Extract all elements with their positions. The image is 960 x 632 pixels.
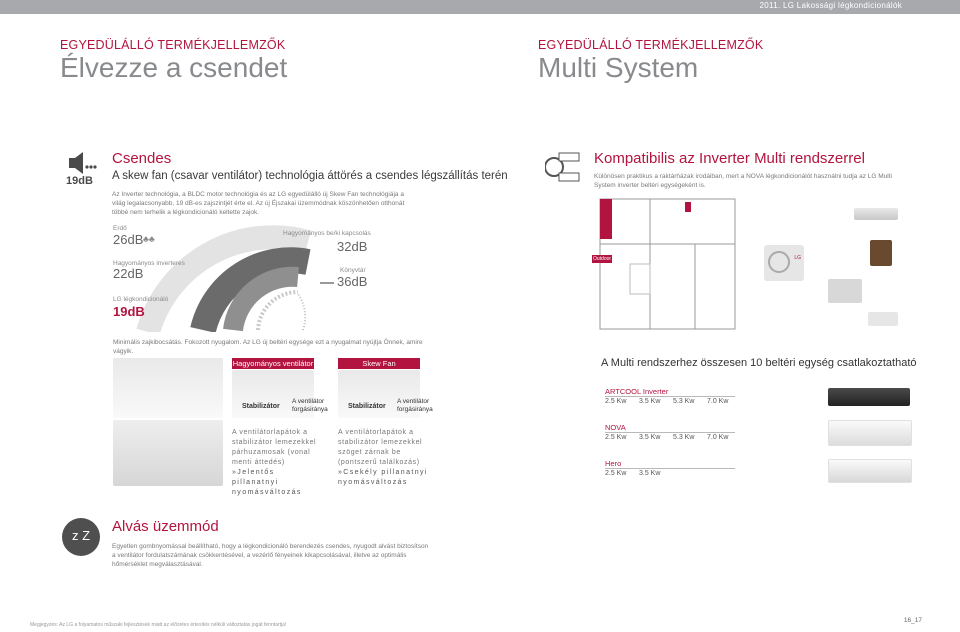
conventional-inverter-label: Hagyományos inverteres [113,260,185,267]
skew-stabilizer-label: Stabilizátor [348,403,386,410]
left-kicker: EGYEDÜLÁLLÓ TERMÉKJELLEMZŐK [60,38,286,52]
artcool-unit-image [828,388,910,406]
model-hero-name: Hero [605,459,622,468]
nova-unit-image [828,420,912,446]
silent-section-title: Csendes [112,150,172,167]
model-nova-name: NOVA [605,423,626,432]
conventional-fan-photo [113,358,223,418]
model-divider [605,468,735,469]
multi-heading: A Multi rendszerhez összesen 10 beltéri … [601,357,917,369]
multi-section-title: Kompatibilis az Inverter Multi rendszerr… [594,150,865,167]
lg-ac-value: 19dB [113,304,145,319]
right-page-title: Multi System [538,52,699,83]
multi-paragraph: Különösen praktikus a raktárházak irodái… [594,173,892,189]
multi-system-icon [544,151,581,183]
skew-fan-description: A ventilátorlapátok a stabilizátor lemez… [338,429,428,486]
conventional-inverter-value: 22dB [113,266,144,281]
page-numbers: 16_17 [903,617,922,624]
lg-logo: LG [794,255,801,261]
cassette-unit [828,279,862,303]
sleep-icon: z Z [62,518,100,556]
fan-grille-icon [768,251,790,273]
conventional-fan-description: A ventilátorlapátok a stabilizátor lemez… [232,429,317,496]
speaker-icon [65,152,99,192]
skew-rotation-label: A ventilátor forgásiránya [397,398,433,413]
library-value: 36dB [337,274,368,289]
outdoor-unit: LG [764,245,804,281]
outdoor-tag: Outdoor [592,255,613,263]
noise-gauge [108,222,378,336]
books-icon [320,274,334,284]
noise-badge: 19dB [66,175,93,187]
artcool-mirror-unit [870,240,892,266]
model-divider [605,396,735,397]
sleep-paragraph: Egyetlen gombnyomással beállítható, hogy… [112,543,429,568]
conventional-rotation-label: A ventilátor forgásiránya [292,398,328,413]
left-page-title: Élvezze a csendet [60,52,288,83]
hero-unit-image [828,459,912,483]
lg-ac-label: LG légkondicionáló [113,296,169,303]
noise-caption: Minimális zajkibocsátás. Fokozott nyugal… [113,339,423,355]
conventional-stabilizer-label: Stabilizátor [242,403,280,410]
onoff-label: Hagyományos be/ki kapcsolás [283,230,371,237]
tree-icon: ♣♣ [143,234,155,244]
onoff-value: 32dB [337,239,368,254]
floor-plan [590,194,740,334]
skew-fan-diagram [338,370,420,418]
top-header-bar: 2011. LG Lakossági légkondicionálók [0,0,960,14]
forest-value: 26dB [113,232,144,247]
skew-fan-banner: Skew Fan [338,358,420,369]
silent-section-subtitle: A skew fan (csavar ventilátor) technológ… [112,170,508,182]
brand-header-text: 2011. LG Lakossági légkondicionálók [759,1,902,10]
forest-label: Erdő [113,225,127,232]
conventional-fan-banner: Hagyományos ventilátor [232,358,314,369]
indoor-unit-wall [854,208,898,220]
conventional-fan-diagram [232,370,314,418]
ceiling-unit [868,312,898,326]
library-label: Könyvtár [340,267,366,274]
fan-blade-photo [113,420,223,486]
model-artcool-name: ARTCOOL Inverter [605,387,669,396]
sleep-section-title: Alvás üzemmód [112,518,219,535]
right-kicker: EGYEDÜLÁLLÓ TERMÉKJELLEMZŐK [538,38,764,52]
model-divider [605,432,735,433]
silent-paragraph: Az Inverter technológia, a BLDC motor te… [112,191,405,216]
footer-note: Megjegyzés: Az LG a folyamatos műszaki f… [30,622,287,628]
